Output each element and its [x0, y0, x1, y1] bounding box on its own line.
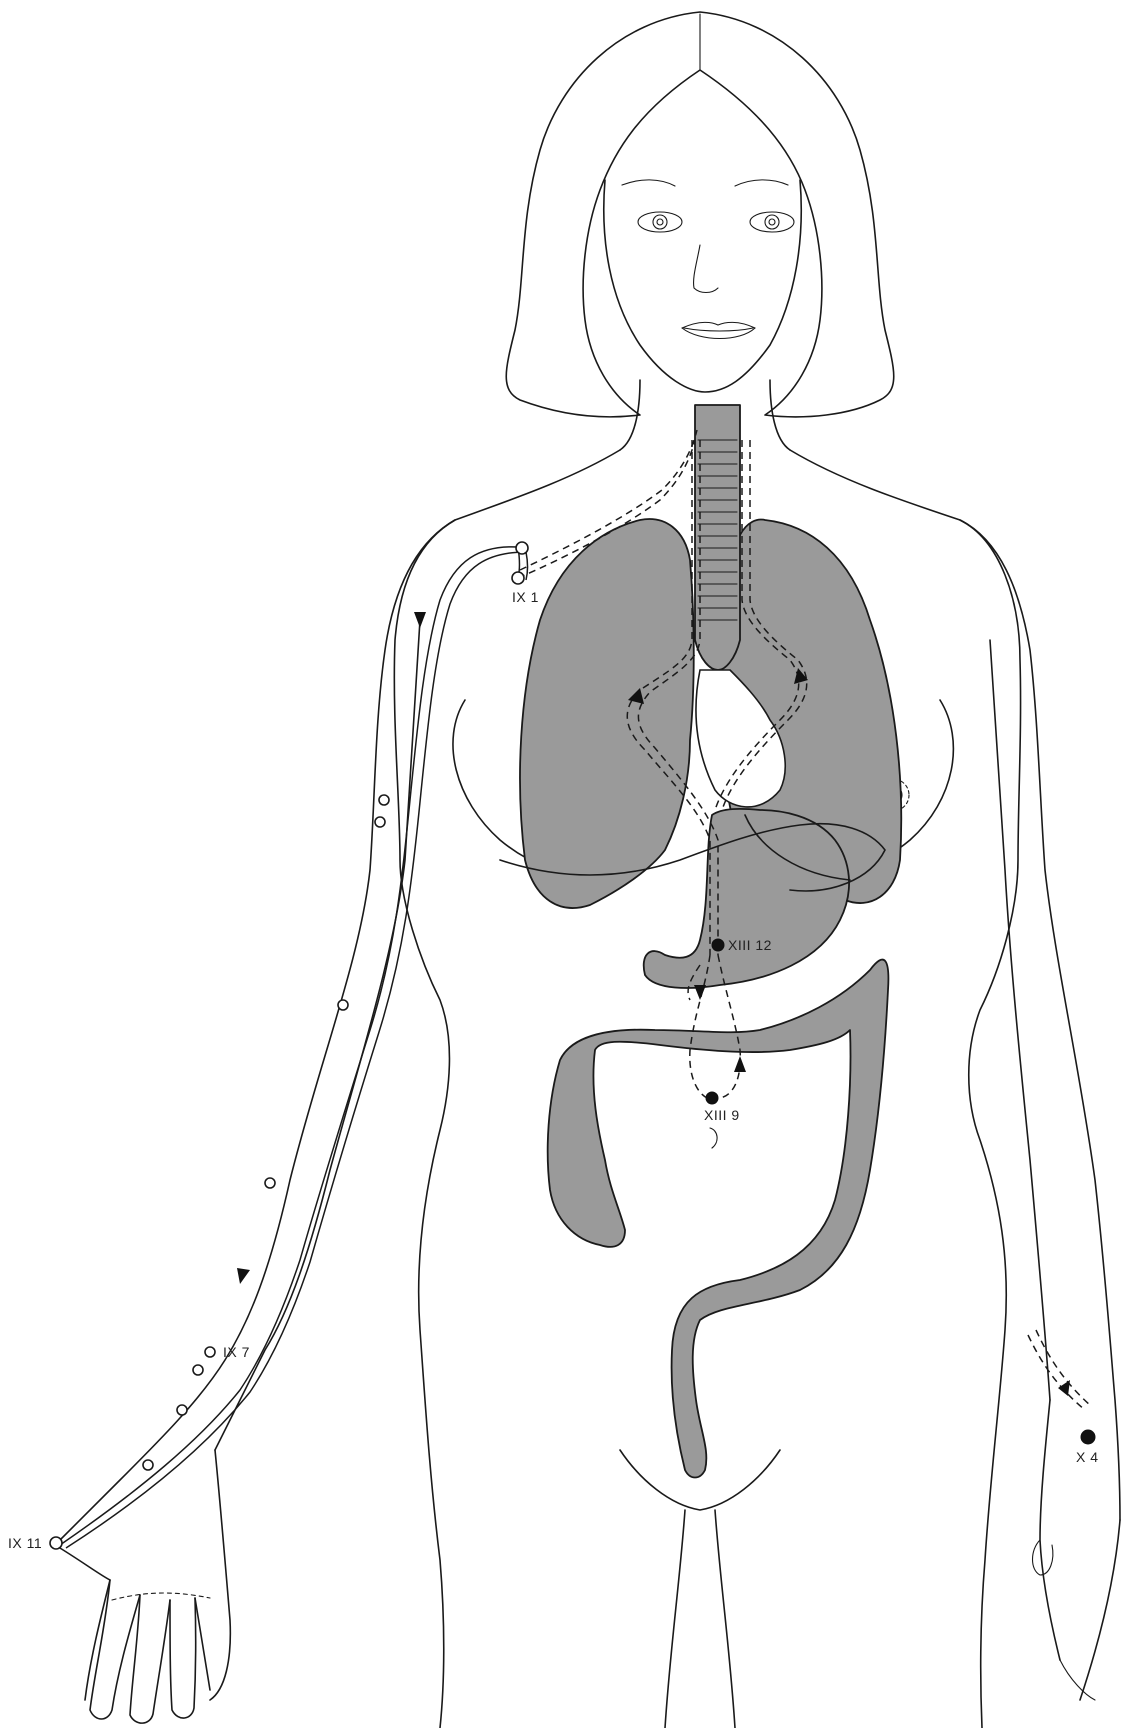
left-lung	[520, 519, 694, 908]
left-eyebrow	[622, 180, 675, 186]
mouth	[682, 322, 755, 338]
point-ix1	[512, 572, 524, 584]
point-arm-1	[379, 795, 389, 805]
point-ix7	[205, 1347, 215, 1357]
neck-right	[770, 380, 790, 450]
point-ix11	[50, 1537, 62, 1549]
left-eye	[638, 212, 682, 232]
nose	[694, 245, 718, 293]
wrist-path-x4-a	[1028, 1335, 1085, 1410]
arrow-arm-upper	[414, 612, 426, 628]
point-x4	[1081, 1430, 1095, 1444]
navel	[710, 1128, 717, 1148]
point-arm-5	[193, 1365, 203, 1375]
label-ix1: IX 1	[512, 589, 539, 605]
point-arm-7	[143, 1460, 153, 1470]
label-x4: X 4	[1076, 1449, 1099, 1465]
left-hand	[55, 1450, 230, 1723]
label-xiii12: XIII 12	[728, 937, 772, 953]
point-arm-3	[338, 1000, 348, 1010]
point-shoulder	[516, 542, 528, 554]
point-xiii9	[706, 1092, 718, 1104]
point-arm-6	[177, 1405, 187, 1415]
label-ix7: IX 7	[223, 1344, 250, 1360]
label-xiii9: XIII 9	[704, 1107, 740, 1123]
inner-legs	[665, 1510, 735, 1728]
arrow-wrist	[1058, 1380, 1070, 1396]
arm-left-inner	[215, 620, 420, 1450]
arm-right-outer	[960, 520, 1120, 1520]
arrow-colon-up	[734, 1056, 746, 1072]
neck-left	[620, 380, 640, 450]
stomach	[644, 809, 849, 988]
arm-meridian-inner	[66, 552, 526, 1548]
right-eyebrow	[735, 180, 788, 186]
point-arm-2	[375, 817, 385, 827]
hair-outline	[506, 12, 894, 417]
arrow-arm-lower	[237, 1268, 250, 1284]
right-hand	[1033, 1400, 1121, 1700]
point-xiii12	[712, 939, 724, 951]
right-eye	[750, 212, 794, 232]
point-arm-4	[265, 1178, 275, 1188]
label-ix11: IX 11	[8, 1535, 42, 1551]
trachea	[695, 405, 740, 670]
wrist-path-x4-b	[1036, 1330, 1091, 1406]
arrow-stomach-down	[694, 985, 706, 1000]
colon	[548, 960, 889, 1478]
